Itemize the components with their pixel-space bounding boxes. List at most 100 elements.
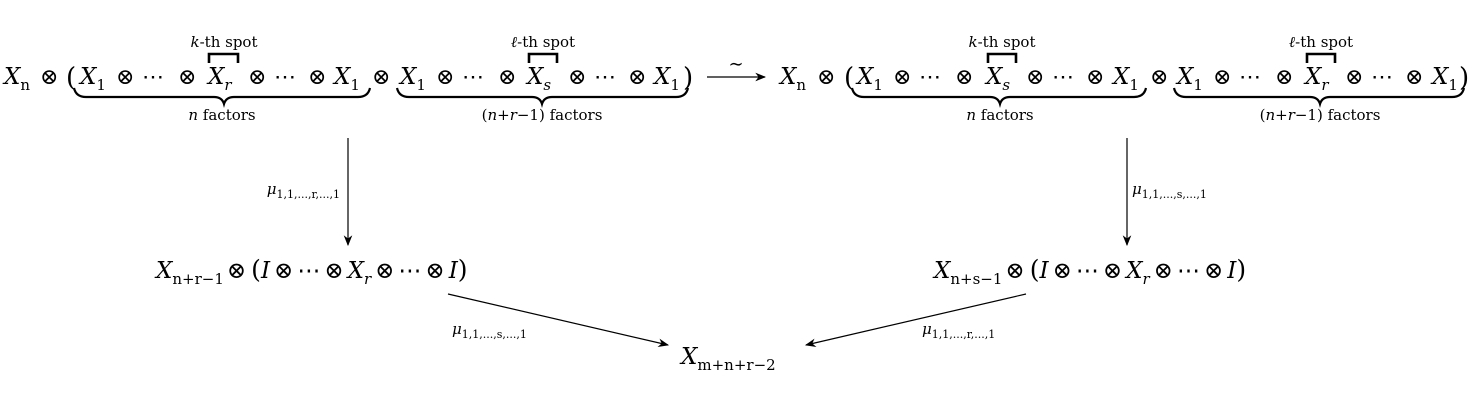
factor-last-sub: 1 [670,76,680,94]
otimes-2: ⊗ [178,65,196,90]
otimes-1: ⊗ [116,65,134,90]
factor-first: X [855,64,875,90]
otimes-4: ⊗ [308,65,326,90]
svg-text:Xn+r−1⊗(I⊗⋯⊗Xr⊗⋯⊗I): Xn+r−1⊗(I⊗⋯⊗Xr⊗⋯⊗I) [154,255,468,288]
otimes-2: ⊗ [1275,65,1293,90]
factor-first-sub: 1 [416,76,426,94]
right-diag-label: μ1,1,...,r,...,1 [922,320,995,341]
paren-close: ) [683,63,693,93]
spot-label: k-th spot [191,33,258,51]
factor-middle-sub: r [1321,76,1329,94]
factor-first: X [1175,64,1195,90]
right-diag-arrow [804,293,1027,348]
factors-label: n factors [188,106,255,124]
factors-label: n factors [966,106,1033,124]
prefix-x-sub: n [796,76,806,94]
right-down-label: μ1,1,...,s,...,1 [1132,180,1207,201]
svg-text:X1: X1 [1111,64,1139,94]
otimes-1: ⊗ [1213,65,1231,90]
factor-group-1: X1 ⊗ ⋯ ⊗ Xr ⊗ ⋯ ⊗ X1 k-th spot n factors [72,33,372,124]
paren-close: ) [1459,63,1469,93]
cdots-2: ⋯ [1052,65,1074,90]
spot-bracket [207,52,240,63]
spot-bracket [1305,52,1337,63]
factors-label: (n+r−1) factors [482,106,603,124]
cdots-2: ⋯ [1371,65,1393,90]
otimes-4: ⊗ [1405,65,1423,90]
cdots-1: ⋯ [919,65,941,90]
node-top-right: Xn ⊗ ( X1 ⊗ ⋯ ⊗ Xs ⊗ ⋯ ⊗ X1 k-th spot n … [778,33,1469,124]
otimes-3: ⊗ [248,65,266,90]
svg-text:Xm+n+r−2: Xm+n+r−2 [679,344,776,374]
svg-text:Xn+s−1⊗(I⊗⋯⊗Xr⊗⋯⊗I): Xn+s−1⊗(I⊗⋯⊗Xr⊗⋯⊗I) [932,255,1246,288]
otimes-4: ⊗ [628,65,646,90]
underbrace [1172,87,1466,108]
factor-first-sub: 1 [873,76,883,94]
svg-text:X1: X1 [652,64,680,94]
factor-first: X [398,64,418,90]
factor-middle: X [206,64,226,90]
left-diag-arrow [447,293,670,348]
node-top-left: Xn ⊗ ( X1 ⊗ ⋯ ⊗ Xr ⊗ ⋯ ⊗ X1 k-th spot n … [2,33,693,124]
spot-label: ℓ-th spot [1289,33,1353,51]
spot-bracket [527,52,559,63]
otimes-2: ⊗ [955,65,973,90]
svg-text:Xs: Xs [984,64,1010,94]
cdots-2: ⋯ [594,65,616,90]
spot-label: k-th spot [969,33,1036,51]
svg-text:X1: X1 [855,64,883,94]
factor-middle-sub: s [543,76,551,94]
edge-left-diag: μ1,1,...,s,...,1 [447,293,670,348]
iso-label: ∼ [728,54,743,75]
otimes-3: ⊗ [568,65,586,90]
factor-last-sub: 1 [1448,76,1458,94]
between-otimes: ⊗ [372,65,390,90]
otimes-1: ⊗ [436,65,454,90]
factor-first-sub: 1 [96,76,106,94]
svg-text:Xn: Xn [2,64,30,94]
left-diag-label: μ1,1,...,s,...,1 [452,320,527,341]
node-bottom: Xm+n+r−2 [679,344,776,374]
otimes-3: ⊗ [1345,65,1363,90]
factor-last: X [332,64,352,90]
cdots-2: ⋯ [274,65,296,90]
edge-right-down: μ1,1,...,s,...,1 [1122,138,1207,247]
factor-last: X [652,64,672,90]
factor-last: X [1111,64,1131,90]
factor-group-1: X1 ⊗ ⋯ ⊗ Xs ⊗ ⋯ ⊗ X1 k-th spot n factors [850,33,1148,124]
prefix-otimes: ⊗ [817,65,835,90]
svg-text:X1: X1 [1430,64,1458,94]
prefix-x: X [2,64,22,90]
svg-text:Xr: Xr [206,64,232,94]
left-down-label: μ1,1,...,r,...,1 [267,180,340,201]
underbrace [72,87,372,108]
factor-group-2: X1 ⊗ ⋯ ⊗ Xr ⊗ ⋯ ⊗ X1 ℓ-th spot (n+r−1) f… [1172,33,1466,124]
node-mid-left: Xn+r−1⊗(I⊗⋯⊗Xr⊗⋯⊗I) [154,255,468,288]
between-otimes: ⊗ [1150,65,1168,90]
spot-bracket [986,52,1018,63]
svg-text:X1: X1 [332,64,360,94]
underbrace [850,87,1148,108]
factor-group-2: X1 ⊗ ⋯ ⊗ Xs ⊗ ⋯ ⊗ X1 ℓ-th spot (n+r−1) f… [395,33,690,124]
factor-middle-sub: r [224,76,232,94]
edge-right-diag: μ1,1,...,r,...,1 [804,293,1027,348]
svg-text:X1: X1 [1175,64,1203,94]
spot-label: ℓ-th spot [511,33,575,51]
factor-first: X [78,64,98,90]
underbrace [395,87,690,108]
svg-text:X1: X1 [398,64,426,94]
paren-open: ( [66,63,76,93]
node-mid-right: Xn+s−1⊗(I⊗⋯⊗Xr⊗⋯⊗I) [932,255,1246,288]
factor-middle: X [984,64,1004,90]
cdots-1: ⋯ [1239,65,1261,90]
cdots-1: ⋯ [462,65,484,90]
edge-iso: ∼ [707,54,767,82]
prefix-otimes: ⊗ [40,65,58,90]
factors-label: (n+r−1) factors [1260,106,1381,124]
svg-text:Xs: Xs [525,64,551,94]
factor-middle: X [1303,64,1323,90]
otimes-1: ⊗ [893,65,911,90]
svg-text:X1: X1 [78,64,106,94]
factor-last-sub: 1 [1129,76,1139,94]
